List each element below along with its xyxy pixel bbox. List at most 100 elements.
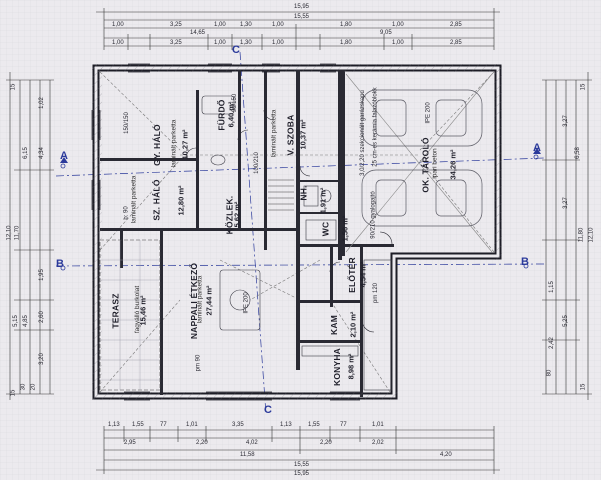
dim-top-row1-1: 1,00 [112, 22, 124, 28]
top-dimension-ticks [103, 8, 495, 50]
garage-gate-label: 3,0/2,20 szekcionált garázskapu [359, 90, 366, 176]
kitchen-furniture [219, 259, 393, 391]
room-label-konyha: KONYHA [332, 347, 343, 387]
wall-hatching [92, 64, 502, 400]
room-area-konyha: 8,98 m² [346, 353, 356, 380]
room-area-nappali: 27,44 m² [204, 285, 214, 316]
ipe-label-garage: IPE 200 [425, 102, 432, 124]
room-area-gy-halo: 10,27 m² [180, 129, 190, 160]
dim-bottom-row2-2: 2,20 [196, 440, 208, 446]
dim-left-6: 1,95 [38, 269, 45, 281]
room-label-v-szoba: V. SZOBA [285, 114, 296, 156]
dim-bottom-row1-5: 3,35 [232, 422, 244, 428]
dim-left-14: 15 [10, 83, 17, 91]
room-floor-ok-tarolo: ipari beton [431, 148, 439, 179]
dim-left-10: 12,10 [6, 225, 13, 241]
dim-bottom-row1-9: 1,01 [372, 422, 384, 428]
room-label-sz-halo: SZ. HÁLÓ [151, 179, 162, 221]
dim-bottom-row1-8: 77 [340, 422, 347, 428]
bottom-dimension-ticks [103, 426, 495, 474]
room-label-terasz: TERASZ [110, 293, 121, 329]
dim-bottom-row1-1: 1,13 [108, 422, 120, 428]
stairs [268, 179, 294, 211]
dim-top-row3-1: 14,65 [190, 30, 206, 36]
dim-top-row2-2: 3,25 [170, 40, 182, 46]
interior-walls [100, 70, 394, 397]
window-label-2: 90/150 [232, 93, 239, 113]
room-label-ok-tarolo: OK. TÁROLÓ [420, 137, 431, 193]
dim-left-5: 2,60 [38, 311, 45, 323]
dim-top-row1-2: 3,25 [170, 22, 182, 28]
dim-left-2: 30 [20, 383, 27, 391]
dim-top-row2-3: 1,00 [214, 40, 226, 46]
dim-bottom-row2-3: 4,02 [246, 440, 258, 446]
garage-cross [345, 73, 493, 253]
dim-top-row1-7: 1,00 [392, 22, 404, 28]
door-swings [185, 109, 393, 333]
left-dimension-lines [9, 72, 51, 400]
dim-right-5: 11,80 [578, 227, 585, 243]
room-area-kam: 2,10 m² [348, 311, 358, 338]
dim-bottom-row5: 15,95 [294, 471, 310, 477]
dim-bottom-row2-1: 2,95 [124, 440, 136, 446]
room-area-nh: 1,91 m² [318, 187, 328, 214]
bottom-dimension-lines [96, 429, 500, 471]
dim-top-row2-6: 1,80 [340, 40, 352, 46]
dim-bottom-row2-4: 2,20 [320, 440, 332, 446]
dim-bottom-row1-4: 1,01 [186, 422, 198, 428]
dim-left-1: 15 [10, 389, 17, 397]
dim-top-row1-4: 1,30 [240, 22, 252, 28]
dim-right-9: 2,42 [548, 337, 555, 349]
dim-bottom-row1-2: 1,55 [132, 422, 144, 428]
dim-top-row5: 15,95 [294, 4, 310, 10]
room-area-eloter: 4,54 m² [358, 261, 368, 288]
room-floor-gy-halo: laminált parketta [170, 119, 178, 168]
top-dimension-lines [96, 11, 500, 47]
room-area-terasz: 15,46 m² [138, 295, 148, 326]
dim-right-2: 3,27 [562, 115, 569, 127]
room-area-kozlek: 5,62 m² [232, 201, 242, 228]
dim-top-row1-6: 1,80 [340, 22, 352, 28]
dim-left-9: 11,70 [14, 225, 21, 241]
dim-bottom-row3-2: 4,20 [440, 452, 452, 458]
dim-top-row2-1: 1,00 [112, 40, 124, 46]
pm-label-1: pm 90 [195, 354, 202, 372]
room-area-v-szoba: 10,37 m² [298, 119, 308, 150]
room-label-gy-halo: GY. HÁLÓ [151, 124, 162, 166]
room-floor-nappali: laminált parketta [196, 275, 204, 324]
axis-marker-b-left: B [56, 258, 64, 270]
dim-bottom-row1-3: 77 [160, 422, 167, 428]
dim-top-row2-5: 1,00 [272, 40, 284, 46]
axis-marker-circles [60, 154, 539, 271]
right-dimension-lines [545, 72, 589, 400]
car-outline [361, 89, 483, 227]
dim-left-11: 6,15 [22, 147, 29, 159]
terrace-outline [99, 239, 161, 391]
dim-bottom-row4: 15,55 [294, 462, 310, 468]
dim-right-11: 15 [580, 383, 587, 391]
dim-bottom-row1-7: 1,55 [308, 422, 320, 428]
dim-top-row1-5: 1,00 [272, 22, 284, 28]
axis-marker-a-left: A [60, 150, 68, 162]
room-area-sz-halo: 12,80 m² [176, 185, 186, 216]
dim-top-row1-3: 1,00 [214, 22, 226, 28]
dim-bottom-row1-6: 1,13 [280, 422, 292, 428]
wall-material-label: 25 cm-es kerámia falazóblokk [372, 87, 379, 167]
dim-left-7: 5,15 [12, 315, 19, 327]
bathroom-fixtures [201, 95, 337, 241]
dim-top-row4: 15,55 [294, 14, 310, 20]
dim-right-6: 12,10 [588, 227, 595, 243]
dim-bottom-row2-5: 2,02 [372, 440, 384, 446]
terrace-paving [100, 240, 160, 390]
room-label-wc: WC [320, 221, 331, 237]
dim-right-8: 1,15 [548, 281, 555, 293]
axis-marker-c-bottom: C [264, 404, 272, 416]
dim-right-1: 15 [580, 83, 587, 91]
dim-left-8: 4,85 [22, 315, 29, 327]
axis-marker-a-right: A [533, 142, 541, 154]
axis-marker-c-top: C [232, 44, 240, 56]
room-label-nh: NH. [298, 185, 309, 201]
dim-top-row2-4: 1,30 [240, 40, 252, 46]
section-arrows [60, 148, 541, 163]
